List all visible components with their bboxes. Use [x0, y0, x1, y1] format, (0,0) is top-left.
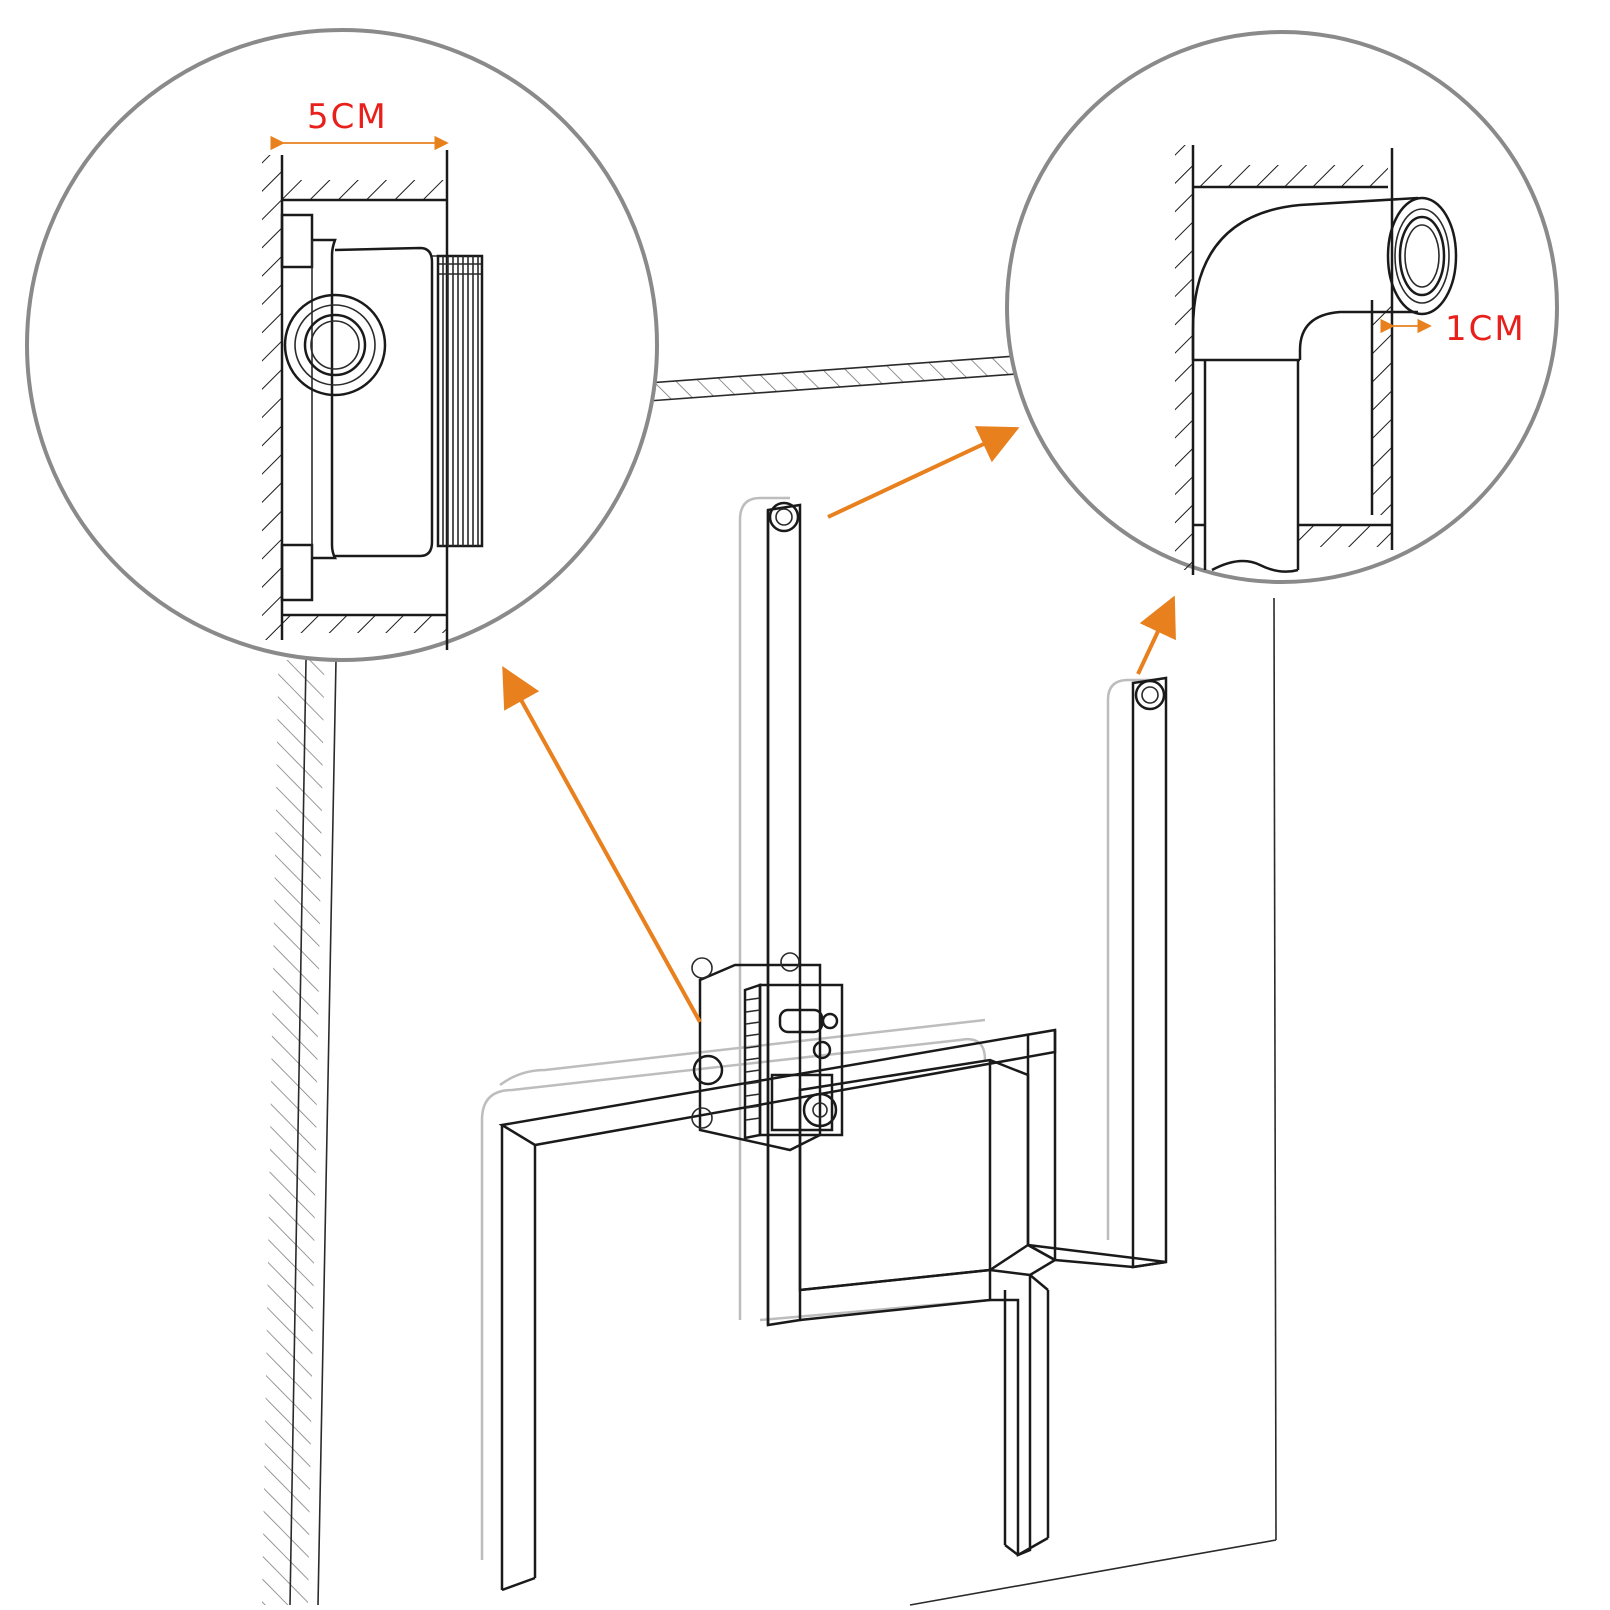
mixer-back-panel — [798, 1058, 1030, 1292]
wall-outline — [261, 354, 1277, 1606]
thread-lines — [432, 254, 484, 548]
left-wall-edge — [261, 659, 337, 1606]
elbow-fitting — [1191, 196, 1458, 573]
diverter-spindle — [778, 1008, 839, 1034]
elbow-outlet-thread — [1386, 196, 1458, 316]
protrusion-dimension-1cm: 1CM — [1380, 309, 1526, 349]
rear-pipe-outline — [480, 496, 1160, 1560]
lower-loop-pipe — [799, 1258, 1056, 1557]
right-outlet-end — [1134, 679, 1166, 711]
arrow-to-right-detail-bottom — [1136, 595, 1176, 675]
valve-small-port — [812, 1040, 832, 1060]
depth-dimension-5cm: 5CM — [270, 97, 449, 151]
arrow-to-right-detail-top — [827, 426, 1020, 519]
horizontal-supply-frame — [498, 1028, 1167, 1592]
callout-arrows — [502, 426, 1176, 1023]
mounting-ears — [691, 952, 800, 1129]
valve-side-view — [283, 238, 484, 560]
right-detail-wall-hatch — [1175, 145, 1394, 575]
floor-edge — [909, 1539, 1277, 1606]
right-riser-pipe — [1131, 676, 1168, 1269]
left-detail-callout: 5CM — [25, 28, 659, 662]
concealed-valve-body — [691, 952, 844, 1152]
mount-block-bottom — [280, 543, 314, 602]
depth-dimension-label: 5CM — [307, 97, 388, 137]
arrow-to-left-detail — [502, 666, 702, 1023]
side-inlet-port — [283, 293, 387, 397]
protrusion-dimension-label: 1CM — [1445, 309, 1526, 349]
right-wall-edge — [1273, 597, 1277, 1541]
shower-outlet-end — [768, 501, 800, 533]
right-detail-callout: 1CM — [1005, 30, 1559, 584]
valve-ridges — [745, 997, 761, 1121]
thermostatic-cartridge — [770, 1073, 838, 1132]
top-wall-edge — [647, 354, 1031, 402]
shower-riser-pipe — [766, 501, 802, 1327]
supply-pipes — [498, 501, 1168, 1592]
